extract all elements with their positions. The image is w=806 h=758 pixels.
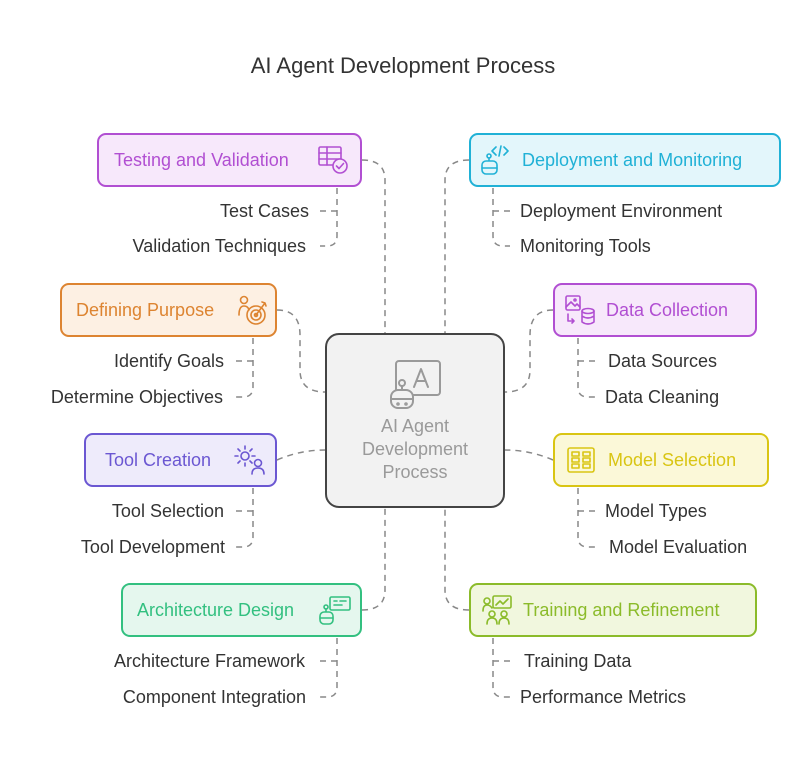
node-label: Deployment and Monitoring	[522, 149, 743, 170]
robot-blueprint-icon	[319, 596, 351, 625]
connector-testing	[361, 159, 386, 333]
node-model-selection[interactable]: Model Selection	[553, 433, 769, 487]
grid-layout-icon	[567, 447, 595, 473]
sub-item: Model Types	[605, 501, 707, 521]
sub-item: Component Integration	[122, 687, 306, 707]
sub-item: Monitoring Tools	[520, 236, 651, 256]
node-label: Testing and Validation	[114, 149, 289, 170]
gear-person-icon	[234, 445, 265, 475]
sub-item: Tool Development	[80, 537, 225, 557]
node-label: Training and Refinement	[523, 599, 720, 620]
center-label: AI Agent Development Process	[361, 416, 469, 482]
connector-tool	[276, 449, 326, 461]
sub-item: Tool Selection	[111, 501, 224, 521]
sub-item: Determine Objectives	[50, 387, 223, 407]
sub-item: Architecture Framework	[113, 651, 305, 671]
connector-architecture	[361, 508, 386, 611]
sub-item: Model Evaluation	[609, 537, 748, 557]
sub-item: Test Cases	[219, 201, 309, 221]
robot-chat-icon	[390, 360, 441, 409]
sub-item: Data Cleaning	[605, 387, 720, 407]
node-defining-purpose[interactable]: Defining Purpose	[60, 283, 277, 337]
node-deployment-and-monitoring[interactable]: Deployment and Monitoring	[469, 133, 781, 187]
connector-model	[504, 449, 554, 461]
connector-purpose	[276, 309, 326, 393]
node-label: Tool Creation	[105, 449, 212, 470]
connector-data	[504, 309, 554, 393]
sub-item: Training Data	[524, 651, 632, 671]
node-label: Defining Purpose	[76, 299, 215, 320]
node-data-collection[interactable]: Data Collection	[553, 283, 757, 337]
node-label: Data Collection	[606, 299, 729, 320]
sub-item: Identify Goals	[113, 351, 224, 371]
node-testing-and-validation[interactable]: Testing and Validation	[97, 133, 362, 187]
target-person-icon	[238, 295, 267, 325]
image-database-icon	[565, 295, 595, 325]
diagram-title: AI Agent Development Process	[250, 53, 556, 78]
sub-item: Data Sources	[608, 351, 718, 371]
center-node: AI Agent Development Process	[325, 333, 505, 508]
node-architecture-design[interactable]: Architecture Design	[121, 583, 362, 637]
sub-item: Deployment Environment	[520, 201, 723, 221]
node-tool-creation[interactable]: Tool Creation	[84, 433, 277, 487]
table-check-icon	[318, 146, 348, 174]
node-training-and-refinement[interactable]: Training and Refinement	[469, 583, 757, 637]
connector-training	[444, 508, 470, 611]
connector-deployment	[444, 159, 470, 333]
people-chart-icon	[482, 595, 512, 625]
sub-item: Validation Techniques	[132, 236, 306, 256]
sub-item: Performance Metrics	[520, 687, 687, 707]
node-label: Model Selection	[608, 449, 737, 470]
node-label: Architecture Design	[137, 599, 295, 620]
robot-code-icon	[481, 145, 509, 175]
